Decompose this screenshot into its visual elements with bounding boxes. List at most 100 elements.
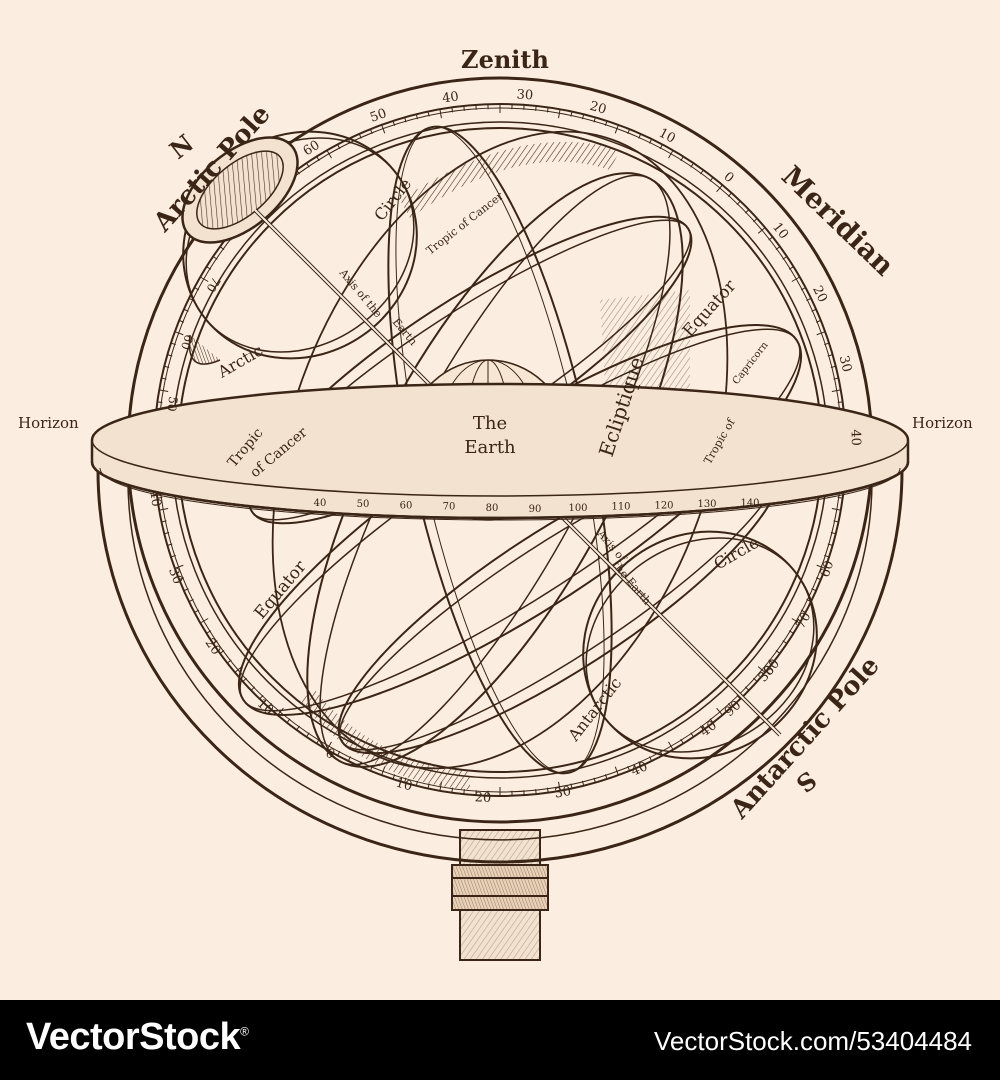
label-horizon-right: Horizon	[912, 414, 973, 432]
tick-mark	[227, 659, 232, 664]
tick-mark	[451, 787, 454, 793]
tick-mark	[736, 200, 741, 206]
tick-mark	[727, 192, 732, 197]
tick-mark	[815, 577, 821, 581]
tick-mark	[259, 694, 264, 700]
tick-mark	[316, 156, 320, 162]
horizon-scale-number: 40	[314, 498, 327, 509]
tick-mark	[788, 630, 794, 634]
tick-mark	[582, 780, 585, 786]
tick-mark	[183, 308, 189, 312]
tick-mark	[827, 543, 833, 546]
tick-mark	[716, 707, 723, 716]
meridian-scale-number: 10	[656, 126, 678, 147]
tick-mark	[757, 666, 766, 673]
tick-mark	[627, 129, 631, 135]
tick-mark	[824, 342, 830, 346]
tick-mark	[415, 114, 418, 120]
tick-mark	[744, 686, 750, 691]
tick-mark	[791, 618, 800, 624]
tick-mark	[347, 756, 351, 762]
tick-mark	[782, 640, 788, 644]
tick-mark	[164, 365, 170, 368]
brand-text: VectorStock	[26, 1016, 241, 1058]
tick-mark	[604, 774, 608, 780]
label-axis-lower: Axis of	[594, 527, 629, 566]
tick-mark	[219, 246, 225, 250]
tick-mark	[558, 109, 561, 119]
tick-mark	[837, 496, 843, 499]
tick-mark	[570, 111, 573, 117]
tick-mark	[337, 750, 341, 756]
tick-mark	[558, 781, 561, 791]
tick-mark	[614, 124, 619, 134]
tick-mark	[179, 319, 185, 323]
tick-mark	[806, 297, 812, 301]
tick-mark	[593, 117, 596, 123]
tick-mark	[404, 777, 407, 783]
label-antarctic-pole: Antarctic Pole	[724, 651, 885, 826]
tick-mark	[188, 599, 194, 603]
tick-mark	[306, 732, 310, 738]
tick-mark	[451, 107, 454, 113]
left-scale-number: 60	[178, 333, 196, 352]
tick-mark	[392, 774, 396, 780]
tick-mark	[415, 780, 418, 786]
tick-mark	[659, 144, 663, 150]
tick-mark	[753, 218, 758, 223]
tick-mark	[570, 783, 573, 789]
tick-mark	[800, 287, 806, 291]
tick-mark	[161, 377, 167, 380]
tick-mark	[286, 718, 291, 723]
tick-mark	[727, 703, 732, 708]
tick-mark	[709, 177, 714, 182]
tick-mark	[782, 256, 788, 260]
horizon-scale-number: 70	[443, 502, 456, 513]
tick-mark	[206, 630, 212, 634]
tick-mark	[404, 117, 407, 123]
tick-mark	[212, 256, 218, 260]
tick-mark	[816, 564, 826, 569]
horizon-scale-number: 140	[740, 498, 759, 509]
lower-scale-number: 40	[629, 759, 650, 779]
right-lower-scale-number: 90	[722, 698, 744, 720]
meridian-scale-number: 40	[441, 89, 459, 106]
horizon-scale-number: 60	[400, 500, 413, 511]
meridian-scale-number: 20	[809, 283, 830, 304]
tick-mark	[161, 520, 167, 523]
tick-mark	[744, 209, 750, 214]
horizon-scale-number: 110	[611, 502, 630, 513]
meridian-scale-number: 20	[588, 99, 608, 118]
tick-mark	[369, 129, 373, 135]
antarctic-circle-ring	[582, 530, 818, 760]
tick-mark	[811, 588, 817, 592]
tick-mark	[546, 107, 549, 113]
tick-mark	[463, 105, 465, 111]
tick-mark	[326, 150, 332, 159]
tick-mark	[627, 765, 631, 771]
lower-scale-number: 30	[165, 566, 185, 587]
tick-mark	[535, 789, 537, 795]
horizon-scale-number: 50	[357, 499, 370, 510]
tick-mark	[427, 783, 430, 789]
tick-mark	[736, 694, 741, 700]
tick-mark	[183, 588, 189, 592]
tick-mark	[709, 718, 714, 723]
tick-mark	[268, 703, 273, 708]
tick-mark	[306, 162, 310, 168]
tick-mark	[830, 532, 836, 535]
left-scale-number: 70	[203, 274, 223, 294]
tick-mark	[593, 777, 596, 783]
label-zenith: Zenith	[461, 45, 549, 74]
tick-mark	[439, 109, 442, 119]
tick-mark	[164, 532, 170, 535]
label-the: The	[473, 413, 507, 434]
tick-mark	[800, 609, 806, 613]
meridian-scale-number: 30	[516, 87, 534, 103]
tick-mark	[614, 766, 619, 776]
label-earth: Earth	[464, 437, 516, 458]
tick-mark	[463, 789, 465, 795]
meridian-scale-number: 10	[769, 220, 791, 242]
tick-mark	[716, 184, 723, 193]
tick-mark	[833, 520, 839, 523]
